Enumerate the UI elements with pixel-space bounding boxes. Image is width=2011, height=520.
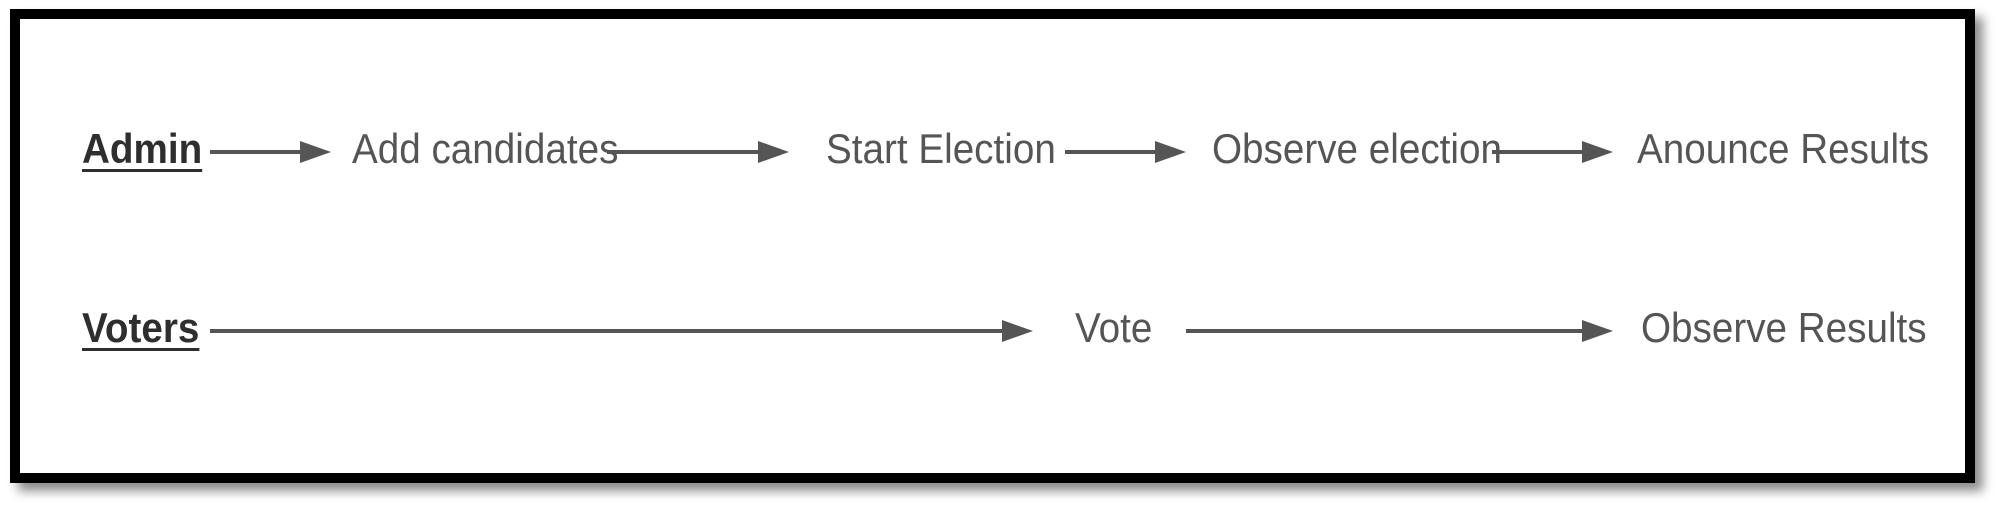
- step-observe-election: Observe election: [1212, 125, 1502, 172]
- step-anounce-results: Anounce Results: [1637, 125, 1930, 172]
- step-start-election: Start Election: [826, 125, 1056, 172]
- actor-voters: Voters: [82, 304, 200, 351]
- arrow-add-candidates-to-start-election: [607, 141, 789, 163]
- arrow-voters-to-vote: [210, 320, 1033, 342]
- arrow-start-election-to-observe-election: [1065, 141, 1186, 163]
- arrow-vote-to-observe-results: [1186, 320, 1613, 342]
- step-observe-results: Observe Results: [1641, 304, 1927, 351]
- arrow-admin-to-add-candidates: [210, 141, 331, 163]
- step-add-candidates: Add candidates: [352, 125, 619, 172]
- arrow-observe-election-to-anounce-results: [1492, 141, 1613, 163]
- actor-admin: Admin: [82, 125, 203, 172]
- step-vote: Vote: [1075, 304, 1153, 351]
- diagram-frame: [10, 9, 1975, 483]
